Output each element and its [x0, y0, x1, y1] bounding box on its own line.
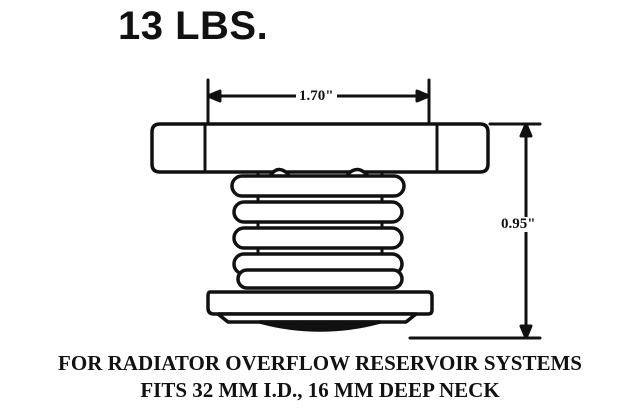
- cap-seal-base: [206, 290, 434, 332]
- caption-line-1: FOR RADIATOR OVERFLOW RESERVOIR SYSTEMS: [58, 351, 582, 375]
- cap-top-plate: [150, 122, 490, 174]
- width-dimension-label: 1.70": [296, 89, 337, 104]
- height-dimension-label: 0.95": [498, 217, 539, 232]
- cap-spring: [230, 167, 406, 290]
- caption-line-2: FITS 32 MM I.D., 16 MM DEEP NECK: [140, 378, 500, 402]
- pressure-rating-title: 13 LBS.: [118, 4, 269, 48]
